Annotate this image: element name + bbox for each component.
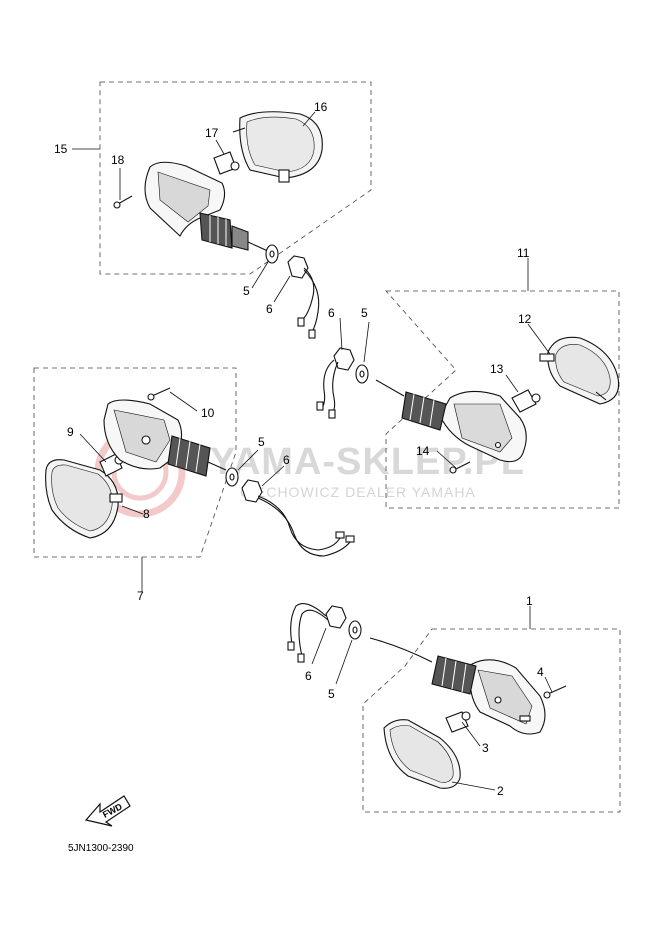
callout-5-left: 5 bbox=[258, 435, 265, 449]
callout-3: 3 bbox=[482, 741, 489, 755]
assembly-box-1 bbox=[362, 628, 621, 813]
fwd-arrow-icon: FWD bbox=[84, 795, 131, 827]
diagram-code: 5JN1300-2390 bbox=[68, 843, 134, 854]
watermark-main: YAMA-SKLEP.PL bbox=[210, 441, 525, 483]
callout-4: 4 bbox=[537, 665, 544, 679]
callout-8: 8 bbox=[143, 507, 150, 521]
leader-lines bbox=[72, 111, 553, 791]
turn-signal-assembly-left bbox=[45, 387, 355, 557]
assembly-box-7 bbox=[33, 367, 237, 558]
callout-9: 9 bbox=[67, 425, 74, 439]
callout-13: 13 bbox=[490, 362, 504, 376]
callout-numbers: 16 17 18 15 5 6 11 12 13 14 6 5 10 9 8 7… bbox=[54, 100, 544, 798]
callout-5-bottom: 5 bbox=[328, 687, 335, 701]
callout-16: 16 bbox=[314, 100, 328, 114]
callout-15: 15 bbox=[54, 142, 68, 156]
assembly-box-15 bbox=[99, 81, 372, 275]
watermark: YAMA-SKLEP.PL CIECHOWICZ DEALER YAMAHA bbox=[94, 426, 525, 518]
turn-signal-assembly-bottom bbox=[287, 603, 567, 789]
watermark-sub: CIECHOWICZ DEALER YAMAHA bbox=[240, 484, 476, 500]
callout-11: 11 bbox=[517, 246, 530, 260]
callout-14: 14 bbox=[416, 444, 430, 458]
callout-6-left: 6 bbox=[283, 453, 290, 467]
callout-6-right: 6 bbox=[328, 306, 335, 320]
callout-10: 10 bbox=[201, 406, 215, 420]
callout-12: 12 bbox=[518, 312, 532, 326]
callout-1: 1 bbox=[526, 594, 533, 608]
callout-7: 7 bbox=[137, 589, 144, 603]
callout-5-top: 5 bbox=[243, 284, 250, 298]
callout-2: 2 bbox=[497, 784, 504, 798]
turn-signal-assembly-top bbox=[113, 111, 323, 339]
callout-6-bottom: 6 bbox=[305, 669, 312, 683]
callout-6-top: 6 bbox=[266, 302, 273, 316]
callout-5-right: 5 bbox=[361, 306, 368, 320]
turn-signal-assembly-right bbox=[316, 336, 620, 474]
callout-18: 18 bbox=[111, 153, 125, 167]
callout-17: 17 bbox=[205, 126, 219, 140]
